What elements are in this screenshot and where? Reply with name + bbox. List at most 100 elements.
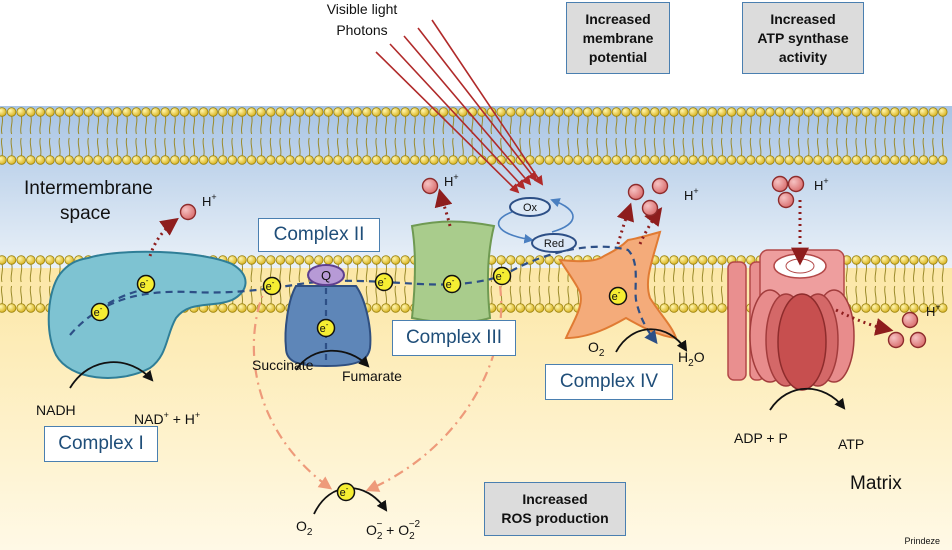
- lipid-tail: [260, 115, 263, 135]
- lipid-tail: [836, 115, 839, 135]
- lipid-tail: [260, 285, 263, 305]
- electron-label: e-: [320, 320, 329, 335]
- lipid-head: [208, 155, 218, 165]
- lipid-head: [419, 155, 430, 165]
- lipid-head: [573, 155, 583, 165]
- lipid-tail: [346, 115, 349, 135]
- lipid-head: [74, 107, 84, 117]
- lipid-head: [294, 155, 305, 165]
- lipid-tail: [711, 285, 714, 305]
- lipid-head: [35, 255, 46, 265]
- lipid-tail: [154, 137, 157, 157]
- lipid-head: [851, 303, 862, 313]
- lipid-tail: [720, 263, 724, 283]
- lipid-head: [170, 155, 180, 165]
- lipid-tail: [20, 285, 23, 305]
- lipid-tail: [663, 285, 666, 305]
- lipid-tail: [605, 137, 608, 157]
- lipid-tail: [941, 115, 944, 135]
- lipid-tail: [29, 137, 32, 157]
- lipid-head: [237, 155, 247, 165]
- lipid-tail: [567, 285, 570, 305]
- lipid-head: [707, 303, 718, 313]
- complex-i-shape: [47, 250, 247, 379]
- lipid-head: [83, 155, 94, 165]
- proton-ball: [641, 199, 659, 217]
- lipid-head: [150, 107, 161, 117]
- lipid-tail: [394, 115, 397, 135]
- lipid-tail: [29, 285, 32, 305]
- lipid-head: [717, 107, 727, 117]
- electron-label: e-: [378, 274, 387, 289]
- lipid-tail: [20, 115, 23, 135]
- lipid-tail: [701, 263, 704, 283]
- lipid-head: [26, 255, 36, 265]
- protons: H+H+H+H+H+: [179, 172, 941, 349]
- lipid-head: [381, 107, 391, 117]
- lipid-head: [669, 255, 679, 265]
- lipid-tail: [0, 115, 4, 135]
- lipid-head: [131, 155, 142, 165]
- lipid-tail: [644, 137, 647, 157]
- lipid-tail: [39, 285, 42, 305]
- lipid-head: [602, 107, 612, 117]
- proton-label: H+: [202, 192, 217, 209]
- lipid-head: [371, 255, 382, 265]
- lipid-tail: [212, 115, 215, 135]
- lipid-head: [755, 107, 766, 117]
- atp-box-line1: Increased: [770, 10, 836, 27]
- lipid-head: [314, 255, 324, 265]
- lipid-tail: [730, 115, 733, 135]
- redox-cycle-left: [497, 211, 534, 244]
- lipid-tail: [720, 285, 724, 305]
- lipid-head: [218, 107, 228, 117]
- lipid-tail: [903, 263, 906, 283]
- lipid-head: [54, 255, 65, 265]
- proton-ball: [787, 175, 805, 193]
- ros-box-line2: ROS production: [501, 510, 609, 526]
- lipid-tail: [288, 263, 292, 283]
- lipid-head: [870, 107, 881, 117]
- lipid-head: [198, 107, 209, 117]
- lipid-tail: [672, 115, 676, 135]
- lipid-tail: [864, 263, 868, 283]
- lipid-tail: [144, 115, 148, 135]
- lipid-tail: [624, 115, 628, 135]
- lipid-head: [285, 107, 295, 117]
- lipid-head: [544, 303, 554, 313]
- lipid-head: [35, 155, 46, 165]
- lipid-tail: [48, 115, 52, 135]
- lipid-tail: [183, 137, 186, 157]
- lipid-head: [842, 107, 852, 117]
- lipid-tail: [653, 137, 656, 157]
- lipid-tail: [730, 137, 733, 157]
- lipid-tail: [922, 285, 925, 305]
- lipid-tail: [634, 137, 637, 157]
- lipid-head: [726, 107, 737, 117]
- electron-label: e-: [140, 276, 149, 291]
- lipid-tail: [269, 115, 272, 135]
- lipid-tail: [10, 285, 13, 305]
- lipid-head: [899, 107, 910, 117]
- ubiquinone-oval: [307, 264, 345, 286]
- lipid-head: [314, 107, 324, 117]
- lipid-tail: [394, 263, 397, 283]
- lipid-head: [93, 155, 103, 165]
- lipid-head: [774, 107, 785, 117]
- membrane-box-line2: membrane: [582, 29, 654, 46]
- lipid-tail: [653, 263, 656, 283]
- ims-label-line2: space: [60, 203, 111, 224]
- lipid-tail: [788, 115, 791, 135]
- lipid-head: [880, 155, 890, 165]
- lipid-tail: [557, 137, 560, 157]
- lipid-head: [611, 107, 622, 117]
- lipid-tail: [20, 263, 23, 283]
- lipid-head: [698, 255, 708, 265]
- lipid-tail: [778, 115, 781, 135]
- lipid-head: [765, 107, 775, 117]
- lipid-tail: [672, 137, 676, 157]
- lipid-head: [534, 107, 545, 117]
- lipid-tail: [269, 137, 272, 157]
- lipid-tail: [375, 137, 378, 157]
